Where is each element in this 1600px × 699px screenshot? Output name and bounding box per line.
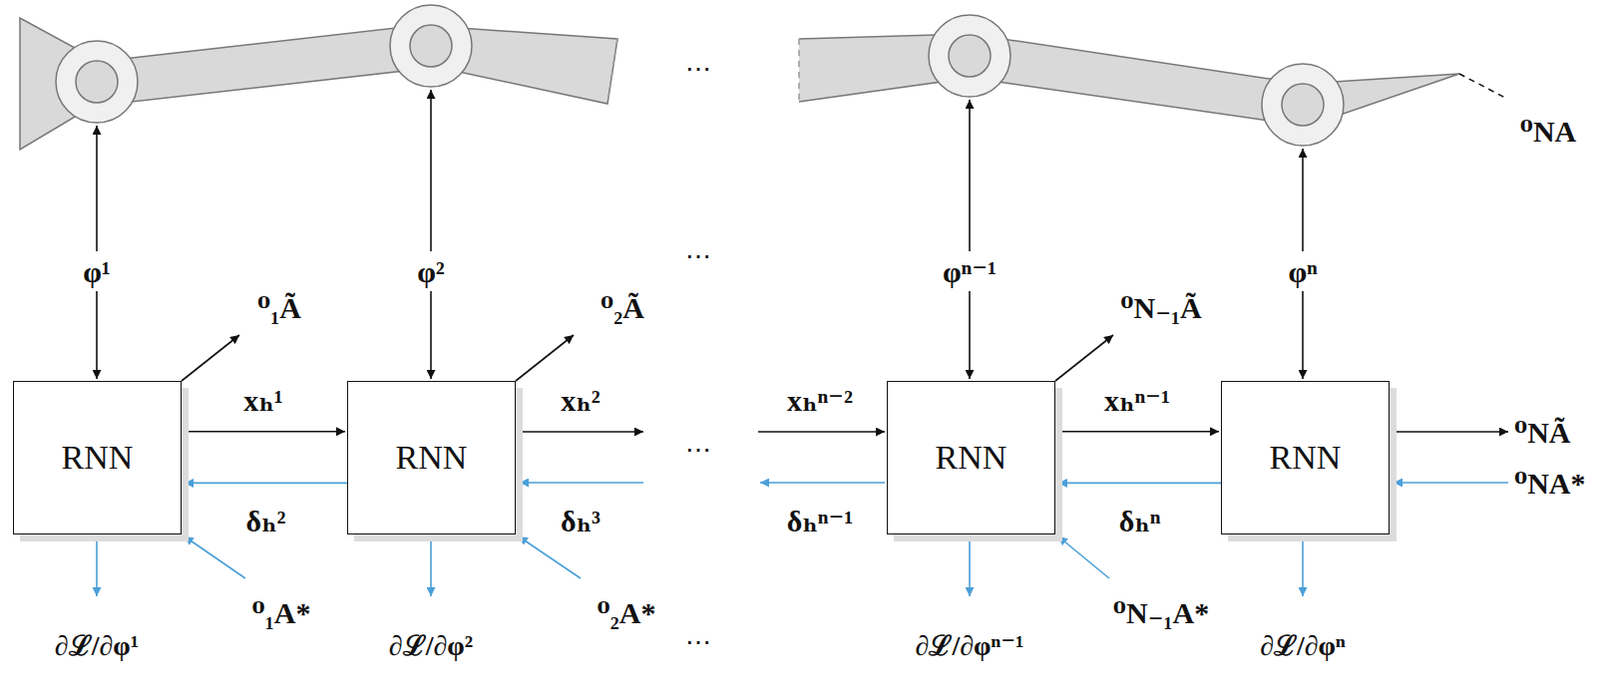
- backward-arrow: [184, 482, 348, 485]
- math-label: ⋯: [685, 436, 712, 466]
- robot-link: [96, 23, 431, 106]
- rnn-cell: RNN: [1220, 381, 1390, 535]
- forward-arrow: [181, 430, 346, 433]
- math-label: ⁰₁A*: [252, 596, 312, 630]
- math-label: ⁰₂Ã: [600, 291, 645, 325]
- cell-label: RNN: [396, 438, 468, 477]
- rnn-cell: RNN: [886, 381, 1056, 535]
- math-label: ⁰NA*: [1514, 466, 1586, 500]
- math-label: ⁰₁Ã: [257, 291, 302, 325]
- cell-label: RNN: [1269, 438, 1342, 477]
- math-label: ∂ℒ/∂φⁿ: [1259, 631, 1346, 663]
- math-label: ⁰₂A*: [597, 596, 657, 630]
- math-label: ⁰N₋₁Ã: [1120, 291, 1201, 325]
- math-label: ∂ℒ/∂φⁿ⁻¹: [915, 631, 1025, 663]
- math-label: ⋯: [685, 629, 712, 659]
- robot-link: [969, 33, 1303, 126]
- math-label: ⋯: [685, 243, 712, 273]
- math-label: ∂ℒ/∂φ²: [389, 631, 473, 663]
- math-label: δₕ³: [560, 504, 601, 538]
- robot-joint: [55, 4, 1344, 146]
- math-label: ∂ℒ/∂φ¹: [54, 631, 139, 663]
- math-label: ⁰NA: [1520, 114, 1577, 148]
- math-label: xₕ²: [560, 384, 601, 417]
- edge-label: xₕⁿ⁻¹: [1104, 383, 1171, 416]
- forward-arrow: [1055, 430, 1219, 433]
- math-label: ⋯: [685, 55, 712, 85]
- math-label: φⁿ⁻¹: [942, 255, 997, 289]
- math-label: φ²: [416, 255, 445, 289]
- robot-arm: [19, 4, 1506, 150]
- math-label: ⁰N₋₁A*: [1113, 596, 1209, 630]
- math-label: δₕⁿ⁻¹: [787, 504, 853, 538]
- edge-label: xₕ¹: [243, 383, 284, 416]
- cell-label: RNN: [935, 438, 1008, 477]
- edge-label: δₕⁿ: [1119, 504, 1162, 538]
- rnn-cell: RNN: [12, 381, 182, 535]
- math-label: xₕⁿ⁻²: [787, 384, 853, 417]
- math-label: ⁰NÃ: [1514, 415, 1571, 449]
- math-label: φ¹: [82, 255, 111, 289]
- backward-arrow: [1058, 482, 1221, 485]
- math-label: φⁿ: [1287, 255, 1317, 289]
- edge-label: δₕ²: [245, 504, 286, 538]
- rnn-cell: RNN: [347, 381, 516, 535]
- cell-label: RNN: [61, 438, 134, 477]
